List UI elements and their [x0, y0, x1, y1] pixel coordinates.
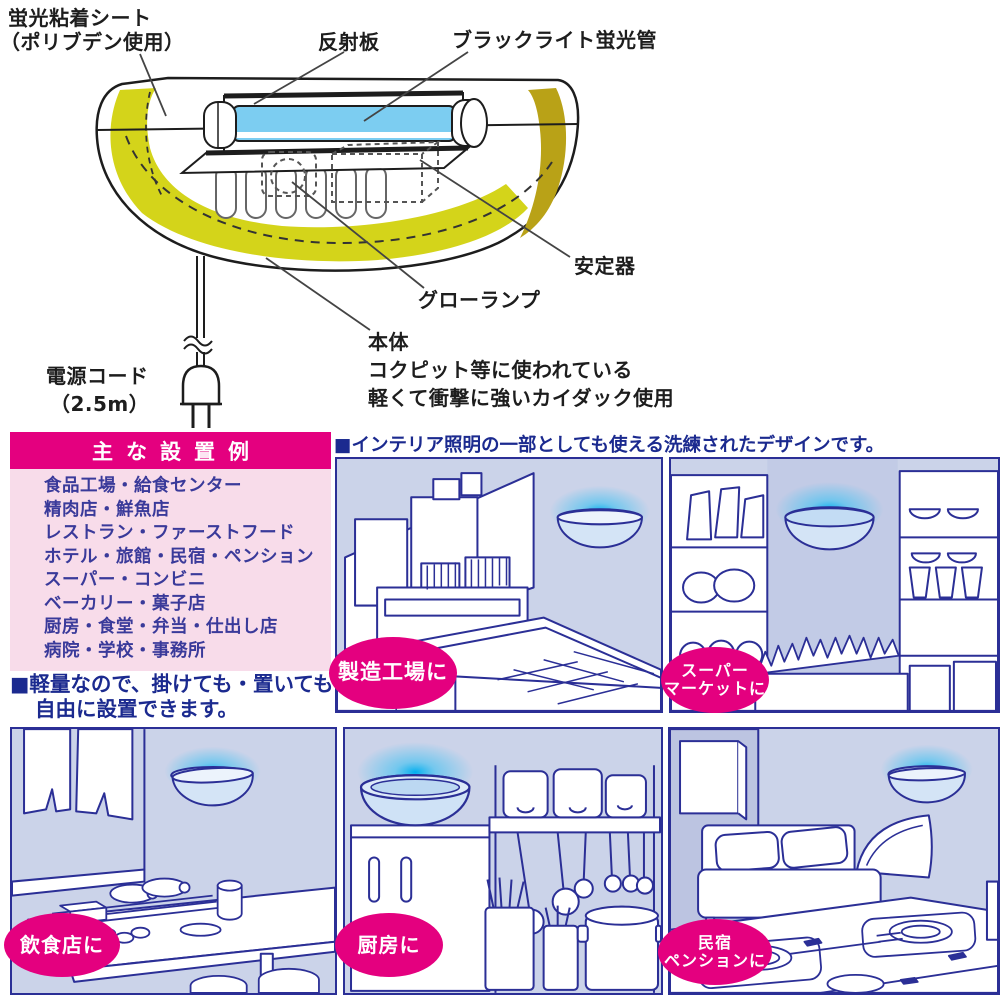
glow-lamp-outline [261, 151, 317, 197]
counter-items [52, 877, 320, 993]
list-item: レストラン・ファーストフード [44, 523, 296, 543]
heading-lightweight: ■軽量なので、掛けても・置いても 自由に設置できます。 [10, 672, 333, 722]
label-body: 本体 [368, 330, 409, 354]
panel-label-guesthouse: 民宿 ペンションに [658, 919, 772, 985]
adhesive-sheet-shape-right [520, 88, 567, 238]
vegetables [756, 634, 900, 675]
sheet-dashed-edge [125, 135, 553, 245]
list-item: 食品工場・給食センター [44, 476, 242, 496]
installation-examples-list: 食品工場・給食センター 精肉店・鮮魚店 レストラン・ファーストフード ホテル・旅… [10, 469, 331, 671]
panel-label-text: 厨房に [357, 932, 421, 957]
trap-light-icon [880, 742, 973, 804]
product-diagram [95, 51, 580, 428]
tube-endcap-left [203, 101, 237, 149]
power-cord-shape [180, 256, 222, 428]
heading-lightweight-line1: ■軽量なので、掛けても・置いても [10, 672, 334, 696]
panel-label-text: スーパー [681, 661, 749, 681]
panel-label-restaurant: 飲食店に [4, 913, 120, 977]
sheet-dashed-edge-left [145, 91, 163, 197]
panel-label-text: 民宿 [697, 933, 732, 953]
installation-examples-title: 主な設置例 [10, 432, 331, 469]
panel-label-text: 飲食店に [20, 932, 104, 957]
label-adhesive-sheet: 蛍光粘着シート [8, 6, 152, 30]
list-item: 精肉店・鮮魚店 [44, 499, 170, 520]
label-blacklight-tube: ブラックライト蛍光管 [452, 28, 657, 52]
tube-highlight [236, 132, 452, 138]
restaurant-illustration [12, 729, 335, 993]
panel-supermarket: スーパー マーケットに [661, 457, 1000, 713]
trap-light-icon [357, 739, 474, 827]
list-item: スーパー・コンビニ [44, 570, 206, 590]
panel-label-factory: 製造工場に [329, 637, 457, 709]
panel-label-text: ペンションに [663, 951, 766, 970]
heading-interior-design: ■インテリア照明の一部としても使える洗練されたデザインです。 [334, 435, 885, 456]
list-item: ホテル・旅館・民宿・ペンション [44, 546, 314, 567]
list-item: 厨房・食堂・弁当・仕出し店 [44, 617, 278, 637]
label-glow-lamp: グローランプ [418, 288, 541, 312]
panel-label-kitchen: 厨房に [335, 913, 443, 977]
label-ballast: 安定器 [574, 254, 636, 278]
kitchen-illustration [350, 739, 661, 993]
reflector-lip-edge [205, 145, 469, 156]
panel-label-text: マーケットに [663, 679, 766, 698]
panel-kitchen: 厨房に [335, 727, 663, 995]
adhesive-sheet-shape [110, 88, 528, 262]
panel-label-text: 製造工場に [338, 660, 448, 685]
installation-examples-box: 主な設置例 食品工場・給食センター 精肉店・鮮魚店 レストラン・ファーストフード… [10, 432, 331, 671]
label-body-note-1: コクピット等に使われている [368, 358, 633, 382]
label-body-note-2: 軽くて衝撃に強いカイダック使用 [368, 386, 675, 410]
label-reflector: 反射板 [318, 30, 380, 54]
panel-guesthouse: 民宿 ペンションに [658, 727, 1000, 995]
list-item: ベーカリー・菓子店 [44, 593, 206, 614]
ballast-outline [331, 140, 442, 203]
leader-lines [139, 51, 571, 331]
trap-light-icon [549, 483, 650, 549]
list-item: 病院・学校・事務所 [44, 640, 206, 661]
panel-factory: 製造工場に [329, 457, 663, 713]
tube-endcap-right2 [460, 98, 488, 148]
heading-lightweight-line2: 自由に設置できます。 [35, 697, 238, 721]
label-power-cord-len: （2.5m） [50, 392, 150, 416]
label-power-cord: 電源コード [46, 364, 149, 388]
label-adhesive-sheet-2: （ポリブデン使用） [0, 30, 185, 54]
reflector-top-edge [223, 90, 464, 99]
panel-restaurant: 飲食店に [4, 727, 337, 995]
panel-label-supermarket: スーパー マーケットに [661, 647, 769, 713]
glow-lamp-circle [270, 158, 306, 194]
trap-light-icon [775, 479, 884, 551]
trap-light-icon [164, 744, 261, 807]
pot-and-crocks [484, 877, 661, 991]
